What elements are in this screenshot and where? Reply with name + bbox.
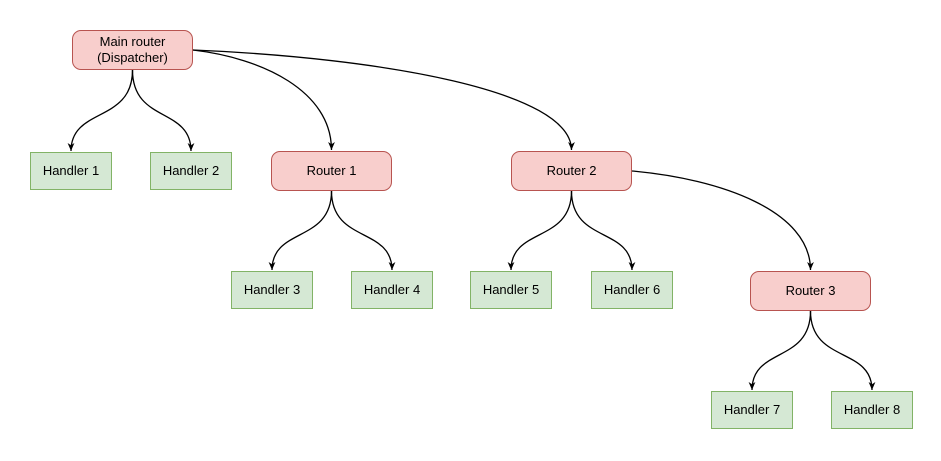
edge-main_router-router2	[192, 49, 575, 151]
node-handler-1: Handler 1	[30, 152, 112, 190]
edge-router1-handler4	[330, 190, 396, 271]
node-handler-3: Handler 3	[231, 271, 313, 309]
node-router-1: Router 1	[271, 151, 392, 191]
node-handler-5: Handler 5	[470, 271, 552, 309]
edge-router3-handler8	[809, 310, 876, 391]
node-handler-8: Handler 8	[831, 391, 913, 429]
node-handler-4: Handler 4	[351, 271, 433, 309]
edge-router2-handler6	[570, 190, 636, 271]
node-handler-2: Handler 2	[150, 152, 232, 190]
node-router-2: Router 2	[511, 151, 632, 191]
node-handler-6: Handler 6	[591, 271, 673, 309]
node-main-router-dispatcher: Main router (Dispatcher)	[72, 30, 193, 70]
edge-main_router-router1	[192, 49, 335, 151]
edge-router2-router3	[631, 170, 814, 271]
edge-main_router-handler2	[131, 69, 195, 152]
node-handler-7: Handler 7	[711, 391, 793, 429]
edge-router3-handler7	[748, 310, 812, 391]
edge-router2-handler5	[507, 190, 573, 271]
edge-main_router-handler1	[67, 69, 134, 152]
node-router-3: Router 3	[750, 271, 871, 311]
edge-router1-handler3	[268, 190, 333, 271]
